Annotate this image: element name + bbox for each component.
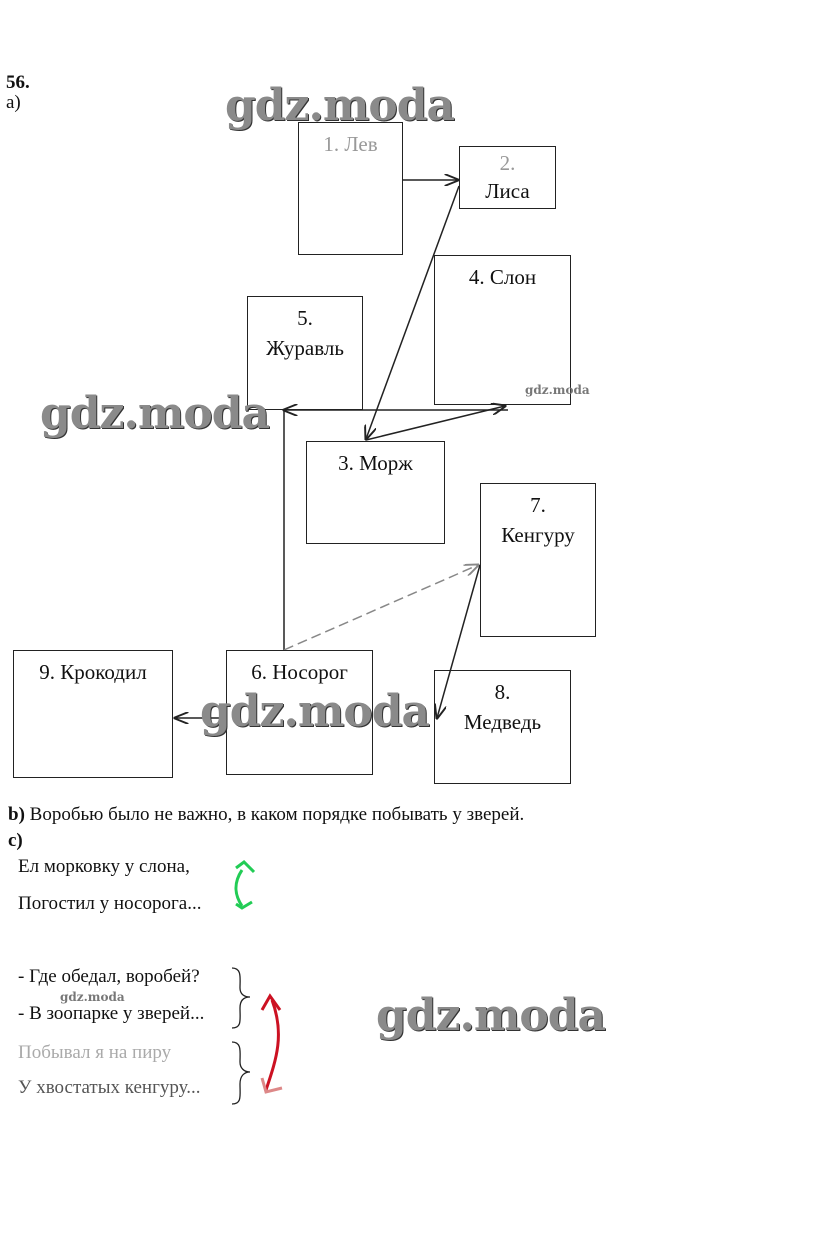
part-a-label: a) [6,92,21,113]
poem-line-2: Погостил у носорога... [18,893,202,914]
arrow-6-7 [283,565,478,651]
poem-line-3: - Где обедал, воробей? [18,966,200,987]
box-crocodile: 9. Крокодил [13,650,173,778]
box-fox-num: 2. [499,151,516,175]
part-b-text: Воробью было не важно, в каком порядке п… [29,804,525,825]
watermark: gdz.moda [525,383,590,397]
box-kangaroo-num: 7. [530,493,546,517]
watermark: gdz.moda [376,990,606,1041]
box-fox-label: Лиса [485,179,530,203]
watermark: gdz.moda [60,990,125,1004]
box-bear: 8. Медведь [434,670,571,784]
arrow-2-3 [366,185,460,439]
watermark: gdz.moda [40,388,270,439]
green-swap-arrow [234,860,256,910]
box-rhino: 6. Носорог [226,650,373,775]
box-fox: 2. Лиса [459,146,556,209]
part-b-label: b) [8,804,25,825]
box-lion-label: 1. Лев [323,132,378,156]
poem-line-5: Побывал я на пиру [18,1042,172,1063]
red-swap-arrow [260,993,283,1094]
arrow-3-4 [365,406,505,441]
poem-line-6: У хвостатых кенгуру... [18,1077,201,1098]
box-elephant: 4. Слон [434,255,571,405]
poem-line-4: - В зоопарке у зверей... [18,1003,205,1024]
box-crocodile-label: 9. Крокодил [39,660,147,684]
poem-line-1: Ел морковку у слона, [18,856,190,877]
box-elephant-label: 4. Слон [468,265,537,289]
box-crane: 5. Журавль [247,296,363,410]
part-c-label: c) [8,830,23,851]
box-kangaroo: 7. Кенгуру [480,483,596,637]
brackets [231,967,251,1105]
box-walrus: 3. Морж [306,441,445,544]
box-kangaroo-label: Кенгуру [501,523,575,547]
box-lion: 1. Лев [298,122,403,255]
watermark: gdz.moda [225,80,455,131]
box-bear-label: Медведь [463,710,542,734]
box-crane-num: 5. [297,306,313,330]
part-b: b) Воробью было не важно, в каком порядк… [8,804,524,826]
box-crane-label: Журавль [266,336,344,360]
box-walrus-label: 3. Морж [338,451,413,475]
arrow-7-8 [437,564,481,718]
box-bear-num: 8. [494,680,511,704]
box-rhino-label: 6. Носорог [251,660,348,684]
watermark: gdz.moda [200,686,430,737]
task-number: 56. [6,72,30,93]
